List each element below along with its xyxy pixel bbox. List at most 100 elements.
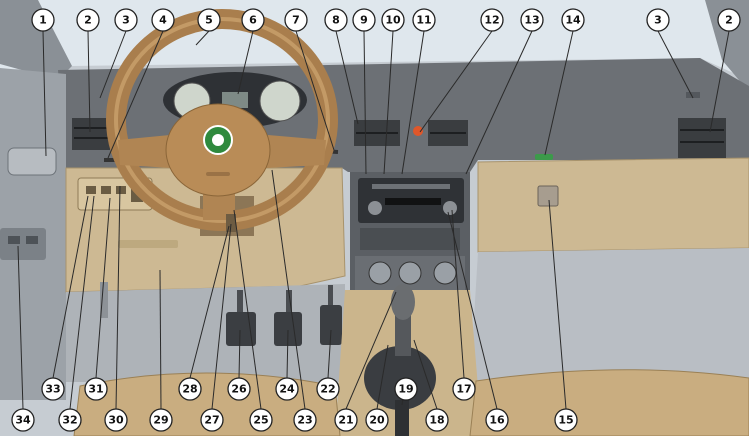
callout-number: 33 xyxy=(45,383,60,396)
leader-line xyxy=(327,329,332,379)
window-switch xyxy=(8,236,20,244)
height-adjust-lever xyxy=(226,214,236,232)
callouts: 1 2 3 4 5 6 7 8 9 10 11 12 13 14 3 2 33 … xyxy=(11,8,741,432)
gear-boot xyxy=(364,346,436,410)
callout: 28 xyxy=(178,377,202,401)
callout: 3 xyxy=(646,8,670,32)
accelerator-pedal xyxy=(320,305,342,345)
leader-line xyxy=(87,30,91,133)
pedal-stem xyxy=(328,285,333,307)
callout: 21 xyxy=(334,408,358,432)
callout-number: 14 xyxy=(565,14,581,27)
pedal-stem xyxy=(286,290,292,314)
callout-number: 8 xyxy=(332,14,340,27)
door-handle xyxy=(7,147,57,176)
callout-number: 27 xyxy=(204,414,219,427)
callout-number: 20 xyxy=(369,414,385,427)
tuning-knob xyxy=(443,201,457,215)
callout-number: 9 xyxy=(360,14,368,27)
steering-wheel-rim-highlight xyxy=(114,17,330,223)
callout-number: 17 xyxy=(456,383,471,396)
callout: 14 xyxy=(561,8,585,32)
callout: 33 xyxy=(41,377,65,401)
callout-number: 1 xyxy=(39,14,47,27)
leader-line xyxy=(107,30,164,159)
radio-button-row xyxy=(372,184,450,189)
leader-line xyxy=(189,225,230,379)
callout: 34 xyxy=(11,408,35,432)
callout-number: 21 xyxy=(338,414,353,427)
callout-number: 12 xyxy=(484,14,499,27)
leader-line xyxy=(657,30,694,99)
leader-line xyxy=(115,185,121,410)
callout-number: 7 xyxy=(292,14,300,27)
callout: 23 xyxy=(293,408,317,432)
callout: 27 xyxy=(200,408,224,432)
leader-line xyxy=(211,223,232,410)
leader-line xyxy=(363,30,367,175)
leader-line xyxy=(401,30,425,175)
air-vent-left xyxy=(72,118,110,150)
leader-line xyxy=(419,30,493,133)
callout: 2 xyxy=(717,8,741,32)
callout-number: 24 xyxy=(279,383,295,396)
leader-line xyxy=(237,30,254,95)
glovebox xyxy=(477,157,749,253)
leader-line xyxy=(233,209,262,410)
air-vent-right xyxy=(678,118,726,158)
callout-number: 29 xyxy=(153,414,168,427)
callout-number: 15 xyxy=(558,414,573,427)
callout-number: 6 xyxy=(249,14,257,27)
callout-number: 28 xyxy=(182,383,197,396)
glovebox-handle xyxy=(537,185,559,207)
callout: 18 xyxy=(425,408,449,432)
callout-number: 13 xyxy=(524,14,539,27)
leader-line xyxy=(376,344,389,410)
callout: 13 xyxy=(520,8,544,32)
defrost-vent xyxy=(686,92,700,98)
leader-line xyxy=(95,197,111,379)
callout-number: 30 xyxy=(108,414,124,427)
callout-number: 16 xyxy=(489,414,505,427)
callout: 30 xyxy=(104,408,128,432)
rev-counter xyxy=(259,80,301,122)
leader-line xyxy=(17,245,24,410)
storage-compartment xyxy=(360,228,460,250)
callout-number: 5 xyxy=(205,14,213,27)
callout-number: 22 xyxy=(320,383,335,396)
callout: 10 xyxy=(381,8,405,32)
callout: 24 xyxy=(275,377,299,401)
callout: 8 xyxy=(324,8,348,32)
callout: 9 xyxy=(352,8,376,32)
bonnet-release-lever xyxy=(100,282,108,318)
leader-line xyxy=(709,30,730,133)
leader-line xyxy=(465,30,533,175)
horn-pad-mark xyxy=(206,172,230,176)
handbrake xyxy=(395,400,409,436)
callout: 11 xyxy=(412,8,436,32)
leader-line xyxy=(548,199,567,410)
steering-wheel-spoke-right xyxy=(266,135,326,168)
callout-number: 26 xyxy=(231,383,247,396)
callout: 22 xyxy=(316,377,340,401)
switch xyxy=(116,186,126,194)
leader-line xyxy=(383,30,394,175)
leader-lines xyxy=(17,30,730,410)
volume-knob xyxy=(368,201,382,215)
callout-number: 4 xyxy=(159,14,167,27)
callout-number: 19 xyxy=(398,383,413,396)
callout: 1 xyxy=(31,8,55,32)
gear-knob xyxy=(391,284,415,320)
callout-number: 34 xyxy=(15,414,31,427)
leader-line xyxy=(271,169,306,410)
leader-line xyxy=(335,30,359,125)
callout: 5 xyxy=(197,8,221,32)
callout-number: 18 xyxy=(429,414,444,427)
callout: 32 xyxy=(58,408,82,432)
leader-line xyxy=(413,339,438,410)
callout: 4 xyxy=(151,8,175,32)
cluster-display xyxy=(222,92,248,108)
hazard-warning-button xyxy=(413,126,423,136)
leader-line xyxy=(238,329,241,379)
passenger-seat xyxy=(469,369,749,436)
